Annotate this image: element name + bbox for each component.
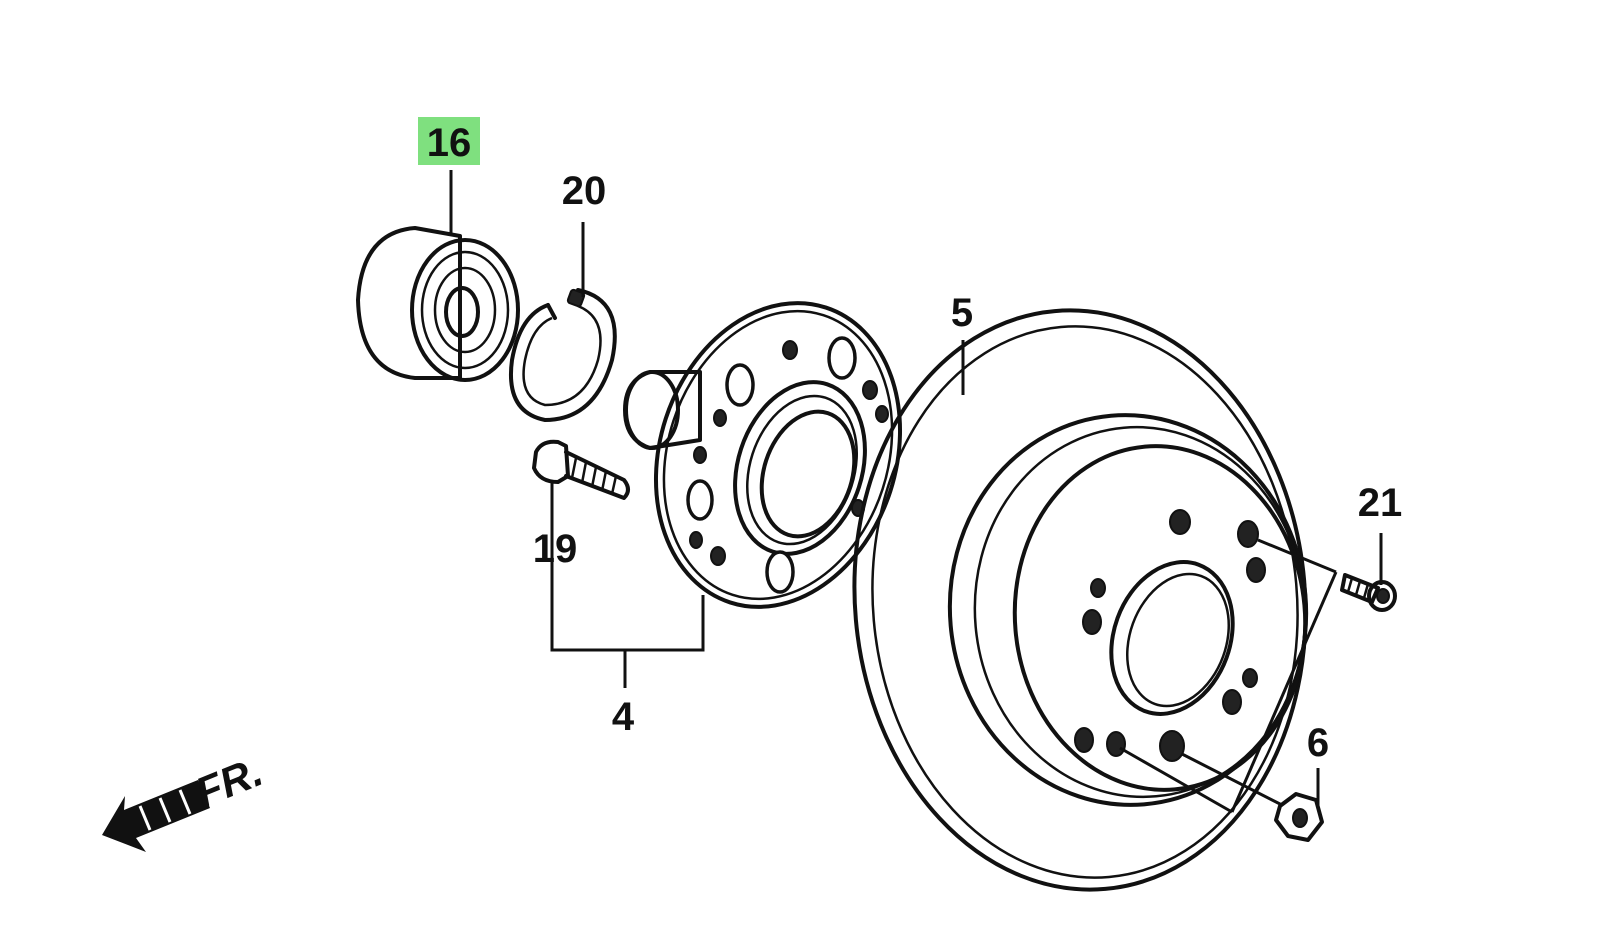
highlight-box-16: [418, 117, 480, 165]
snap-ring-20[interactable]: [509, 288, 617, 422]
callout-16[interactable]: 16: [427, 121, 472, 165]
callout-4[interactable]: 4: [612, 695, 635, 739]
callout-21[interactable]: 21: [1358, 481, 1403, 525]
callout-5[interactable]: 5: [951, 291, 973, 335]
arrow-left-icon: [102, 780, 210, 852]
hub-bolt-19[interactable]: [532, 439, 630, 500]
screw-21[interactable]: [1340, 573, 1397, 612]
brake-disc-5[interactable]: [831, 291, 1330, 908]
callout-6[interactable]: 6: [1307, 721, 1329, 765]
hub-unit-4[interactable]: [618, 271, 938, 639]
bearing-16[interactable]: [356, 226, 520, 382]
callout-20[interactable]: 20: [562, 169, 607, 213]
nut-6[interactable]: [1274, 792, 1324, 842]
leader-lines: [449, 170, 1383, 814]
front-direction-indicator: FR.: [102, 747, 269, 852]
callout-19[interactable]: 19: [533, 527, 578, 571]
